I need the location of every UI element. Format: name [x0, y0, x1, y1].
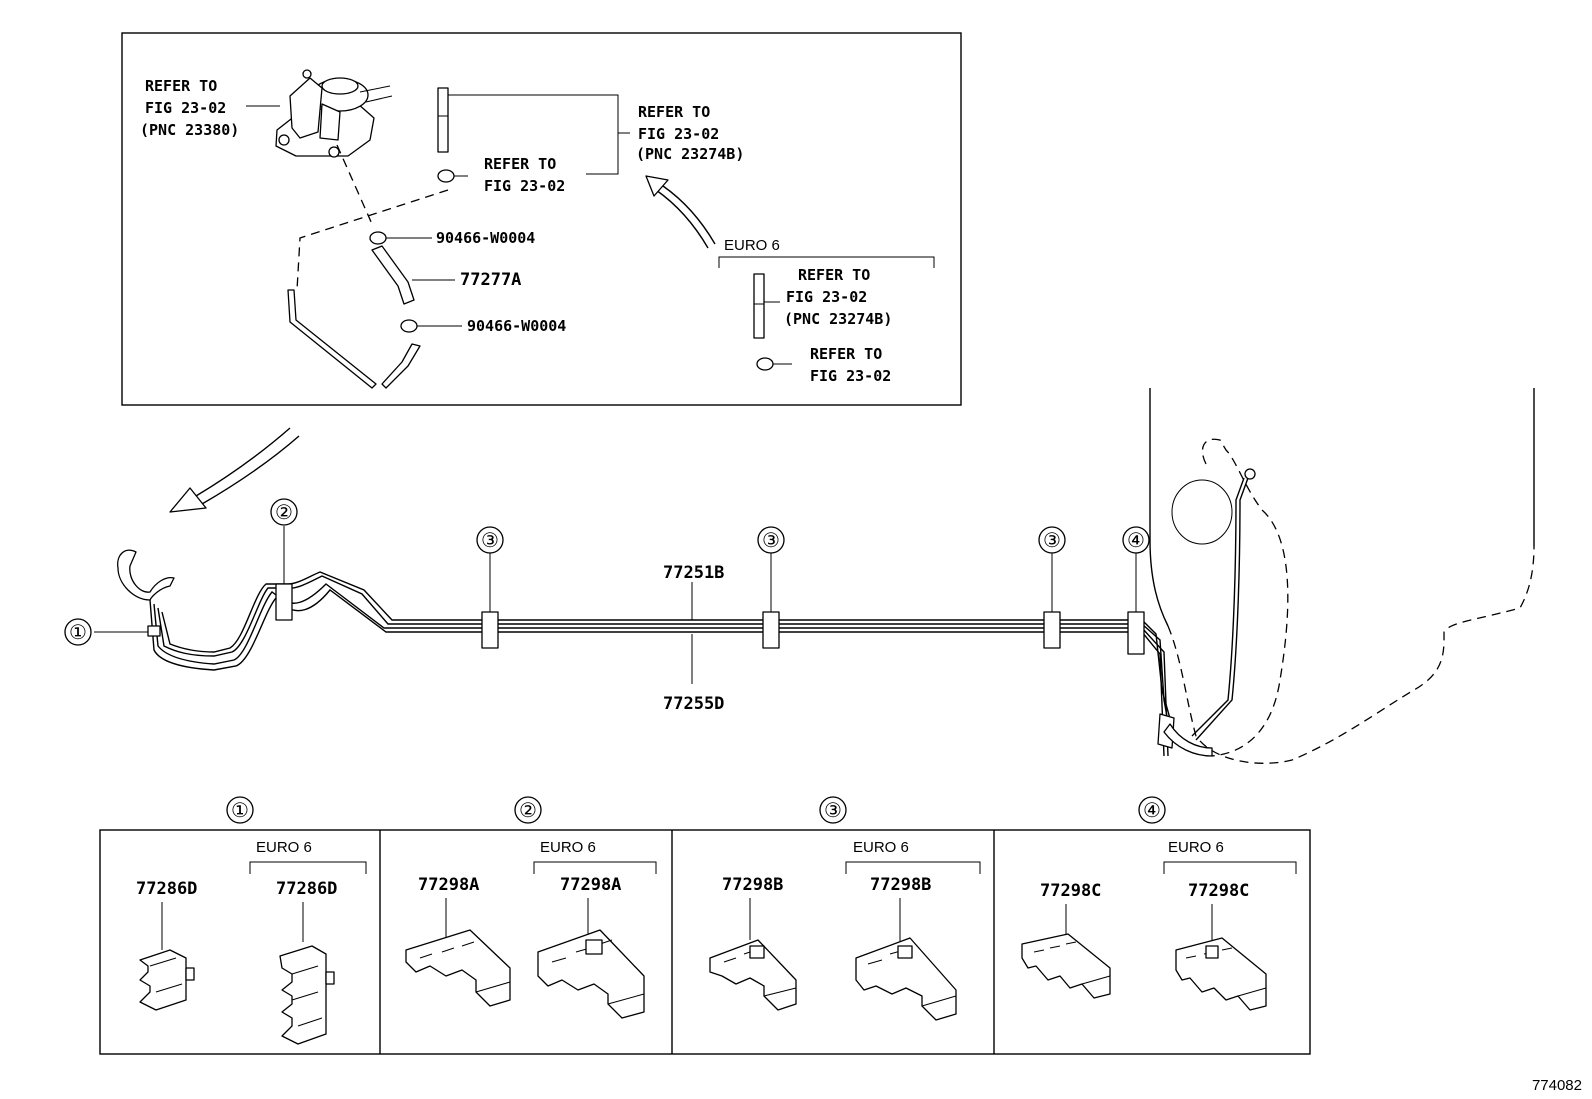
- pipe-lower-label: 77255D: [663, 694, 724, 714]
- table-part-3-euro6: 77298B: [870, 875, 931, 895]
- table-callout-1-text: ①: [231, 800, 249, 822]
- euro6-refer-pipe-line2: FIG 23-02: [786, 288, 867, 306]
- callout-3b-text: ③: [762, 530, 780, 552]
- callout-2: [270, 498, 298, 526]
- callout-4-text: ④: [1127, 530, 1145, 552]
- refer-upper-line3: (PNC 23274B): [636, 145, 744, 163]
- clamp-lower: [400, 319, 462, 333]
- table-callout-2: [514, 796, 542, 824]
- curved-arrow: [655, 189, 709, 249]
- table-callout-4-text: ④: [1143, 800, 1161, 822]
- clamp-3b-on-pipe: [762, 611, 780, 649]
- euro6-refer-pipe-line1: REFER TO: [798, 266, 870, 284]
- callout-1-text: ①: [69, 622, 87, 644]
- refer-upper-line1: REFER TO: [638, 103, 710, 121]
- euro6-pipe-stub: [753, 273, 765, 339]
- clamp-4-on-pipe: [1127, 611, 1145, 655]
- callout-3b: [757, 526, 785, 554]
- canister-pump-drawing: [275, 69, 393, 158]
- figure-id: 774082: [1532, 1077, 1582, 1094]
- table-part-2-std: 77298A: [418, 875, 479, 895]
- dashed-leader: [336, 144, 373, 225]
- table-euro6-4: EURO 6: [1168, 839, 1224, 856]
- pipe-upper-label: 77251B: [663, 563, 724, 583]
- hose-label: 77277A: [460, 270, 521, 290]
- inset-detail: REFER TO FIG 23-02 (PNC 23380) REFER TO …: [121, 32, 962, 406]
- inset-frame: [121, 32, 962, 406]
- callout-3a-text: ③: [481, 530, 499, 552]
- dashed-leader: [296, 189, 449, 291]
- table-callout-1: [226, 796, 254, 824]
- table-euro6-3: EURO 6: [853, 839, 909, 856]
- upper-pipe-stub: [437, 87, 449, 153]
- refer-clip-line2: FIG 23-02: [484, 177, 565, 195]
- table-euro6-2: EURO 6: [540, 839, 596, 856]
- inlet-hose: [117, 549, 175, 601]
- euro6-refer-clip-line1: REFER TO: [810, 345, 882, 363]
- callout-3a: [476, 526, 504, 554]
- tank-outline: [1149, 388, 1535, 764]
- pipe-77255d: [149, 589, 1165, 757]
- clamp-77298b-drawing: [709, 939, 797, 1011]
- callout-3c-text: ③: [1043, 530, 1061, 552]
- refer-pump-line3: (PNC 23380): [140, 121, 239, 139]
- table-part-3-std: 77298B: [722, 875, 783, 895]
- clamp-upper-label: 90466-W0004: [436, 229, 535, 247]
- table-callout-2-text: ②: [519, 800, 537, 822]
- clamp-3a-on-pipe: [481, 611, 499, 649]
- clamp-lower-label: 90466-W0004: [467, 317, 566, 335]
- clamp-77298b-euro6-drawing: [855, 937, 957, 1021]
- refer-pump-line2: FIG 23-02: [145, 99, 226, 117]
- table-part-2-euro6: 77298A: [560, 875, 621, 895]
- clamp-table-frame: [99, 829, 1311, 1055]
- clamp-77298c-drawing: [1021, 933, 1111, 999]
- table-callout-4: [1138, 796, 1166, 824]
- table-part-4-std: 77298C: [1040, 881, 1101, 901]
- table-part-1-std: 77286D: [136, 879, 197, 899]
- refer-upper-line2: FIG 23-02: [638, 125, 719, 143]
- table-callout-3: [819, 796, 847, 824]
- euro6-bracket: [718, 256, 935, 268]
- hose-drawing: [371, 245, 455, 305]
- table-callout-3-text: ③: [824, 800, 842, 822]
- table-part-4-euro6: 77298C: [1188, 881, 1249, 901]
- euro6-refer-clip-line2: FIG 23-02: [810, 367, 891, 385]
- inset-pipe: [287, 289, 377, 389]
- refer-pump-line1: REFER TO: [145, 77, 217, 95]
- clamp-upper: [369, 231, 432, 245]
- callout-2-text: ②: [275, 502, 293, 524]
- main-pipe-assembly: [94, 526, 1213, 757]
- clamp-table: ① ② ③ ④ EURO 6 EURO 6 EURO 6 EURO 6 7728…: [99, 796, 1311, 1055]
- clamp-2-on-pipe: [275, 583, 293, 621]
- inset-pipe: [381, 343, 421, 389]
- euro6-inset-label: EURO 6: [724, 237, 780, 254]
- clamp-3c-on-pipe: [1043, 611, 1061, 649]
- callout-1: [64, 618, 92, 646]
- clamp-77298a-drawing: [405, 929, 511, 1007]
- table-part-1-euro6: 77286D: [276, 879, 337, 899]
- clamp-77298a-euro6-drawing: [537, 929, 645, 1019]
- detail-arrow: [169, 427, 300, 513]
- euro6-clip: [756, 357, 792, 371]
- clip-77286d-euro6-drawing: [279, 945, 335, 1045]
- main-callouts: ① ② ③ ③ ③ ④: [64, 498, 1150, 646]
- euro6-refer-pipe-line3: (PNC 23274B): [784, 310, 892, 328]
- small-clip: [437, 169, 468, 183]
- table-euro6-1: EURO 6: [256, 839, 312, 856]
- clamp-77298c-euro6-drawing: [1175, 937, 1267, 1011]
- refer-clip-line1: REFER TO: [484, 155, 556, 173]
- callout-3c: [1038, 526, 1066, 554]
- clip-1-on-pipe: [147, 625, 161, 637]
- refer-bracket: [448, 94, 619, 175]
- clip-77286d-drawing: [139, 949, 195, 1011]
- callout-4: [1122, 526, 1150, 554]
